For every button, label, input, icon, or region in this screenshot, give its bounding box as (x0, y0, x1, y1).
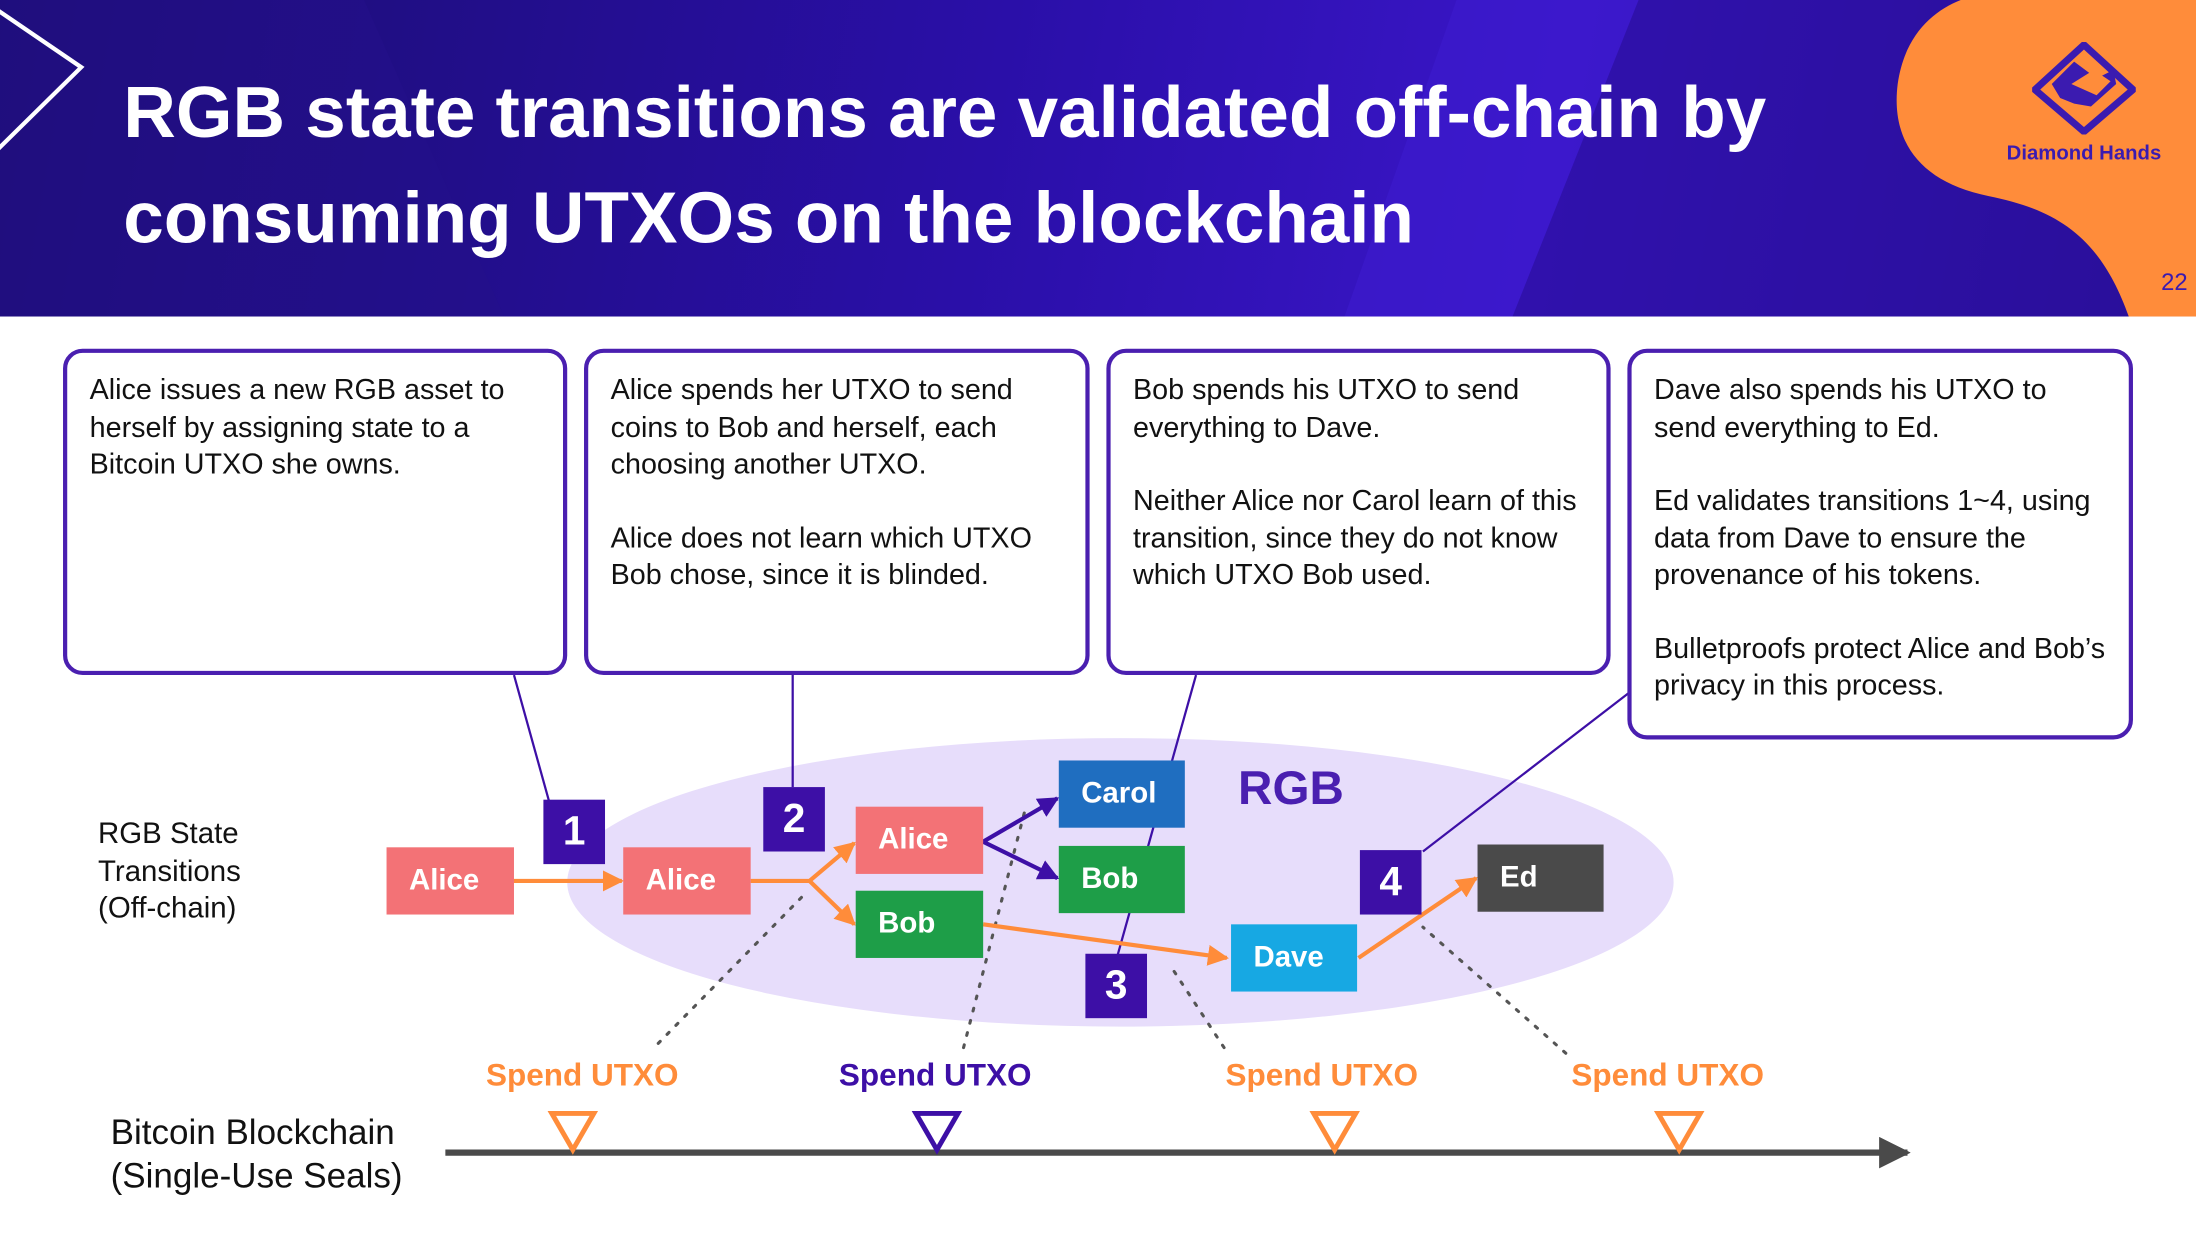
utxo-link-3 (1169, 964, 1226, 1050)
page-title: RGB state transitions are validated off-… (123, 72, 1767, 260)
spend-utxo-label: Spend UTXO (485, 1057, 679, 1093)
step-badge-1: 1 (543, 799, 606, 865)
step-badge-3: 3 (1085, 953, 1148, 1019)
callout-dave-spend: Dave also spends his UTXO to send everyt… (1627, 348, 2133, 740)
chain-label-line: (Single-Use Seals) (110, 1156, 403, 1197)
header-decoration (0, 0, 2196, 317)
slide-header: RGB state transitions are validated off-… (0, 0, 2196, 317)
brand-name: Diamond Hands (2006, 142, 2162, 166)
callout-alice-spend: Alice spends her UTXO to send coins to B… (584, 348, 1090, 676)
seal-marker-3 (1309, 1110, 1360, 1155)
node-carol: Carol (1058, 760, 1185, 828)
callout-paragraph: Alice does not learn which UTXO Bob chos… (610, 521, 1032, 592)
seal-marker-2 (911, 1110, 963, 1155)
spend-utxo-label: Spend UTXO (1225, 1057, 1419, 1093)
chain-label-line: Bitcoin Blockchain (110, 1113, 395, 1153)
diamond-hands-logo (1986, 40, 2182, 141)
callout-paragraph: Dave also spends his UTXO to send everyt… (1654, 373, 2047, 444)
seal-marker-4 (1653, 1110, 1705, 1155)
state-label-line: Transitions (98, 855, 241, 888)
callout-4-connector (1422, 690, 1631, 853)
arrow-alice2-bob2 (982, 839, 1060, 881)
utxo-link-2 (962, 807, 1027, 1050)
node-dave: Dave (1231, 924, 1358, 992)
arrow-alice1-bob1 (808, 879, 856, 926)
diamond-hands-icon (2029, 40, 2139, 137)
state-label-line: (Off-chain) (98, 892, 237, 925)
callout-paragraph: Bulletproofs protect Alice and Bob’s pri… (1654, 632, 2106, 702)
node-bob-2: Bob (1058, 845, 1185, 914)
node-alice-1: Alice (623, 847, 751, 915)
spend-utxo-label: Spend UTXO (838, 1057, 1032, 1093)
state-label-line: RGB State (98, 817, 239, 851)
callout-paragraph: Neither Alice nor Carol learn of this tr… (1133, 484, 1577, 592)
callout-paragraph: Bob spends his UTXO to send everything t… (1133, 373, 1520, 444)
callout-bob-spend: Bob spends his UTXO to send everything t… (1106, 348, 1611, 676)
page-number: 22 (2161, 268, 2188, 296)
arrow-alice2-carol (982, 796, 1060, 844)
rgb-label: RGB (1238, 761, 1344, 816)
step-badge-2: 2 (763, 787, 825, 852)
node-alice-2: Alice (855, 806, 984, 874)
callout-paragraph: Alice spends her UTXO to send coins to B… (610, 373, 1013, 481)
node-alice-issue: Alice (386, 847, 514, 915)
utxo-link-1 (656, 891, 807, 1045)
state-transitions-label: RGB State Transitions (Off-chain) (98, 816, 241, 927)
spend-utxo-label: Spend UTXO (1571, 1057, 1764, 1093)
node-ed: Ed (1477, 844, 1604, 912)
step-badge-4: 4 (1359, 850, 1422, 915)
arrow-dave-ed (1357, 876, 1478, 960)
callout-paragraph: Alice issues a new RGB asset to herself … (89, 373, 505, 481)
callout-issue: Alice issues a new RGB asset to herself … (63, 348, 568, 676)
callout-1-connector (512, 674, 551, 802)
callout-paragraph: Ed validates transitions 1~4, using data… (1654, 484, 2091, 592)
blockchain-label: Bitcoin Blockchain (Single-Use Seals) (111, 1112, 403, 1199)
arrow-bob1-dave (982, 922, 1229, 966)
node-bob-1: Bob (855, 890, 984, 958)
seal-marker-1 (547, 1110, 599, 1155)
